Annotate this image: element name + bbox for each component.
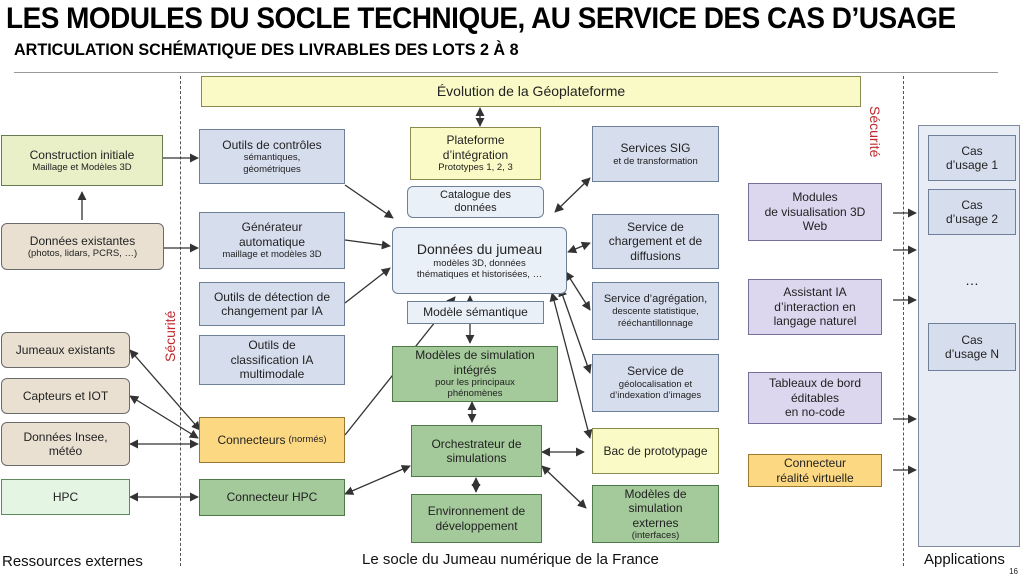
construction-initiale: Construction initiale Maillage et Modèle… [1,135,163,186]
tableaux-de-bord: Tableaux de bord éditables en no-code [748,372,882,424]
evolution-geoplateforme: Évolution de la Géoplateforme [201,76,861,107]
divider-left [180,76,181,566]
footer-ressources-externes: Ressources externes [2,553,143,570]
cas-usage-ellipsis: … [965,271,979,288]
page-title: LES MODULES DU SOCLE TECHNIQUE, AU SERVI… [6,2,956,35]
outils-detection: Outils de détection de changement par IA [199,282,345,326]
environnement-developpement: Environnement de développement [411,494,542,543]
page-number: 16 [1009,567,1018,576]
arrow-chargement-donnees [567,241,591,254]
arrow-orchestrateur-externe [541,465,587,509]
generateur-automatique: Générateur automatique maillage et modèl… [199,212,345,269]
footer-applications: Applications [924,551,1005,568]
modele-semantique: Modèle sémantique [407,301,544,324]
capteurs-iot: Capteurs et IOT [1,378,130,414]
modeles-simulation-integres: Modèles de simulation intégrés pour les … [392,346,558,402]
arrow-generateur-donnees [344,239,391,250]
title-rule [14,72,998,73]
arrow-bac-donnees [549,292,593,439]
arrow-detection-donnees [344,267,391,304]
modeles-simulation-externes: Modèles de simulation externes (interfac… [592,485,719,543]
assistant-ia: Assistant IA d’interaction en langage na… [748,279,882,335]
arrow-geoloc-donnees [558,287,592,374]
jumeaux-existants: Jumeaux existants [1,332,130,368]
divider-right [903,76,904,566]
bac-prototypage: Bac de prototypage [592,428,719,474]
connecteur-hpc: Connecteur HPC [199,479,345,516]
page-subtitle: ARTICULATION SCHÉMATIQUE DES LIVRABLES D… [14,40,519,59]
connecteur-realite-virtuelle: Connecteur réalité virtuelle [748,454,882,487]
service-chargement: Service de chargement et de diffusions [592,214,719,269]
cas-usage-n: Cas d’usage N [928,323,1016,371]
donnees-du-jumeau: Données du jumeau modèles 3D, données th… [392,227,567,294]
cas-usage-1: Cas d’usage 1 [928,135,1016,181]
modules-visualisation-3d: Modules de visualisation 3D Web [748,183,882,241]
arrow-connecteurhpc-orchestrateur [344,465,411,495]
arrow-sig-donnees [554,177,591,213]
arrow-agregation-donnees [565,271,591,311]
connecteurs-normes: Connecteurs (normés) [199,417,345,463]
outils-controles: Outils de contrôles sémantiques, géométr… [199,129,345,184]
donnees-existantes: Données existantes (photos, lidars, PCRS… [1,223,164,270]
arrow-capteurs-connecteurs [129,395,199,439]
outils-classification: Outils de classification IA multimodale [199,335,345,385]
service-agregation: Service d’agrégation, descente statistiq… [592,282,719,340]
cas-usage-2: Cas d’usage 2 [928,189,1016,235]
catalogue-donnees: Catalogue des données [407,186,544,218]
footer-socle: Le socle du Jumeau numérique de la Franc… [362,551,659,568]
service-geolocalisation: Service de géolocalisation et d’indexati… [592,354,719,412]
services-sig: Services SIG et de transformation [592,126,719,182]
donnees-insee: Données Insee, météo [1,422,130,466]
orchestrateur-simulations: Orchestrateur de simulations [411,425,542,477]
plateforme-integration: Plateforme d’intégration Prototypes 1, 2… [410,127,541,180]
hpc: HPC [1,479,130,515]
arrow-controles-donnees [344,184,394,219]
